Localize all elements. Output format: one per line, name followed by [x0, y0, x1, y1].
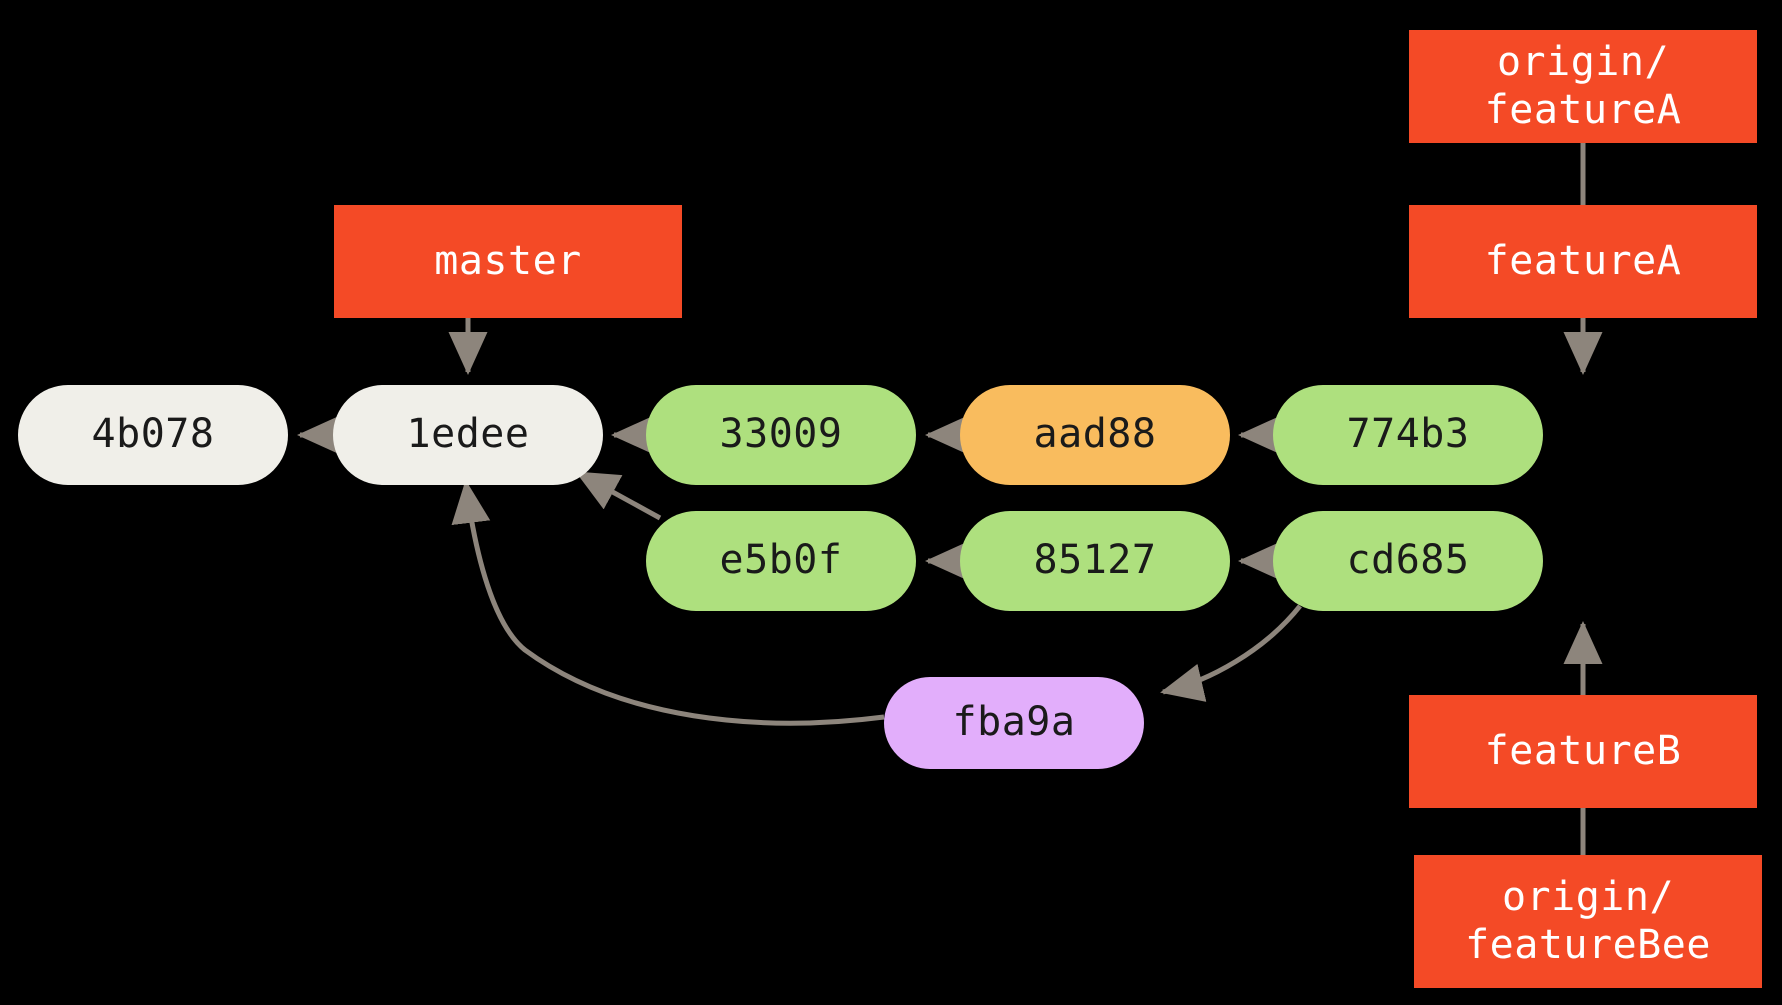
branch-label-featureA[interactable]: featureA [1409, 205, 1757, 318]
branch-label-master[interactable]: master [334, 205, 682, 318]
edge-e5b0f-to-1edee [575, 470, 662, 521]
commit-node-774b3[interactable]: 774b3 [1273, 385, 1543, 485]
commit-node-1edee[interactable]: 1edee [333, 385, 603, 485]
commit-node-4b078[interactable]: 4b078 [18, 385, 288, 485]
commit-node-85127[interactable]: 85127 [960, 511, 1230, 611]
commit-node-fba9a[interactable]: fba9a [884, 677, 1144, 769]
branch-label-origin-featureA[interactable]: origin/ featureA [1409, 30, 1757, 143]
branch-label-origin-featureBee[interactable]: origin/ featureBee [1414, 855, 1762, 988]
commit-node-cd685[interactable]: cd685 [1273, 511, 1543, 611]
commit-node-33009[interactable]: 33009 [646, 385, 916, 485]
branch-label-featureB[interactable]: featureB [1409, 695, 1757, 808]
edge-cd685-to-fba9a [1160, 604, 1302, 702]
commit-node-aad88[interactable]: aad88 [960, 385, 1230, 485]
commit-node-e5b0f[interactable]: e5b0f [646, 511, 916, 611]
